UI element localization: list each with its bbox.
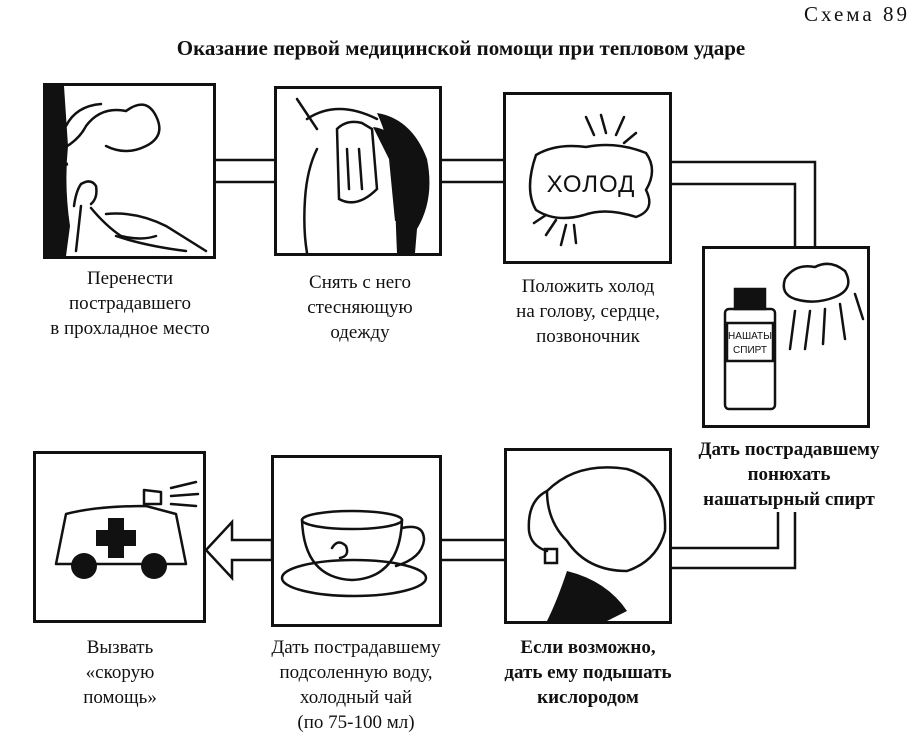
step-7-caption: Вызвать «скорую помощь» (83, 637, 157, 708)
step-2-panel (274, 86, 442, 256)
step-5-caption: Если возможно, дать ему подышать кислоро… (504, 637, 672, 708)
svg-text:СПИРТ: СПИРТ (733, 345, 767, 356)
cold-pack-label: ХОЛОД (547, 171, 636, 198)
person-resting-under-tree-icon (46, 86, 208, 256)
step-7-panel (33, 451, 206, 623)
step-1-caption: Перенести пострадавшего в прохладное мес… (50, 268, 210, 339)
diagram-title: Оказание первой медицинской помощи при т… (176, 36, 746, 60)
step-4-caption: Дать пострадавшему понюхать нашатырный с… (698, 439, 880, 510)
step-6-panel (271, 455, 442, 627)
step-1-panel (43, 83, 216, 259)
scheme-number: Схема 89 (803, 2, 910, 26)
cold-pack-icon: ХОЛОД (528, 113, 654, 247)
step-5-panel (504, 448, 672, 624)
step-3-panel: ХОЛОД (503, 92, 672, 264)
ammonia-bottle-icon: НАШАТЫ СПИРТ (723, 262, 865, 411)
step-6-caption: Дать пострадавшему подсоленную воду, хол… (271, 637, 441, 733)
tea-cup-icon (280, 509, 428, 598)
ambulance-icon (54, 480, 200, 579)
step-2-caption: Снять с него стесняющую одежду (307, 272, 413, 343)
step-4-panel: НАШАТЫ СПИРТ (702, 246, 870, 428)
oxygen-bag-icon (527, 466, 667, 621)
removing-clothes-icon (295, 97, 430, 253)
bottle-label: НАШАТЫ (728, 331, 772, 342)
step-3-caption: Положить холод на голову, сердце, позвон… (516, 276, 660, 347)
